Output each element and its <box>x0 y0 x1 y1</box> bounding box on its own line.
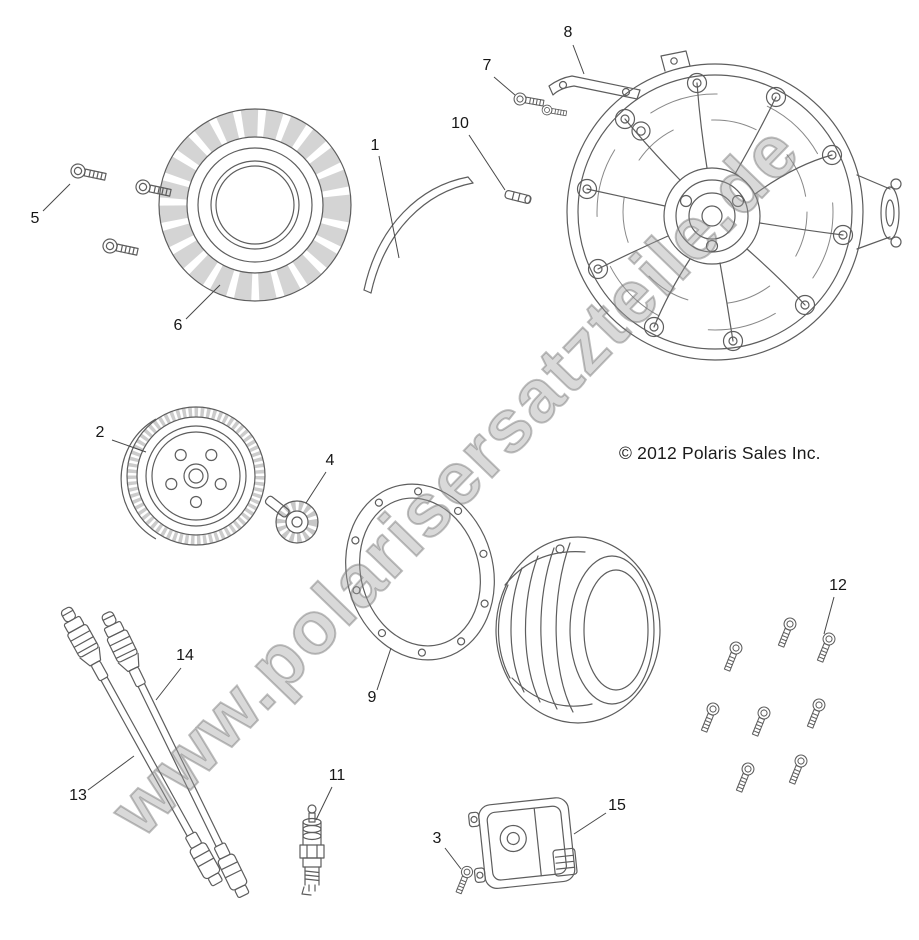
bracket-screws-drawing <box>512 91 568 119</box>
flywheel-drawing <box>120 406 266 546</box>
stator-drawing <box>158 108 352 302</box>
spark-plug-wire-1-drawing <box>55 602 228 890</box>
crankcase-cover-drawing <box>566 50 902 361</box>
gasket-drawing <box>345 483 495 661</box>
callout-15: 15 <box>608 797 626 814</box>
callout-5: 5 <box>31 210 40 227</box>
callout-1: 1 <box>371 137 380 154</box>
callout-9: 9 <box>368 689 377 706</box>
spark-plug-drawing <box>299 804 325 896</box>
wire-drawing <box>363 176 474 294</box>
callout-14: 14 <box>176 647 194 664</box>
copyright-text: © 2012 Polaris Sales Inc. <box>619 443 821 463</box>
callout-6: 6 <box>174 317 183 334</box>
spark-plug-wire-2-drawing <box>95 607 255 901</box>
timing-gear-drawing <box>264 495 319 544</box>
callout-7: 7 <box>483 57 492 74</box>
callout-12: 12 <box>829 577 847 594</box>
callout-2: 2 <box>96 424 105 441</box>
callout-4: 4 <box>326 452 335 469</box>
stator-bolts-drawing <box>69 162 173 260</box>
ignition-coil-drawing <box>468 797 578 890</box>
flywheel-cover-drawing <box>495 536 661 724</box>
coil-screw-drawing <box>452 864 475 896</box>
callout-3: 3 <box>433 830 442 847</box>
dowel-pin-drawing <box>504 190 532 204</box>
callout-11: 11 <box>329 767 346 784</box>
callout-13: 13 <box>69 787 87 804</box>
callout-leader-lines <box>42 44 835 870</box>
callout-numbers: 1 2 3 4 5 6 7 8 9 10 11 12 13 14 15 <box>31 24 847 847</box>
bracket-drawing <box>548 75 641 100</box>
cover-bolts-drawing <box>698 615 838 794</box>
callout-10: 10 <box>451 115 469 132</box>
callout-8: 8 <box>564 24 573 41</box>
